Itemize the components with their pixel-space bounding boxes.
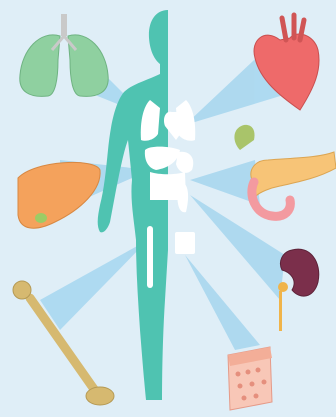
- ureter-shape: [279, 291, 282, 331]
- silhouette-femur: [147, 226, 153, 288]
- skin-illustration: [228, 347, 272, 410]
- kidney-pelvis: [278, 282, 288, 292]
- bone-head: [13, 281, 31, 299]
- bone-condyle: [86, 387, 114, 405]
- silhouette-skin-patch: [175, 232, 195, 254]
- gallbladder-shape: [35, 213, 47, 223]
- lungs-trachea: [61, 14, 67, 36]
